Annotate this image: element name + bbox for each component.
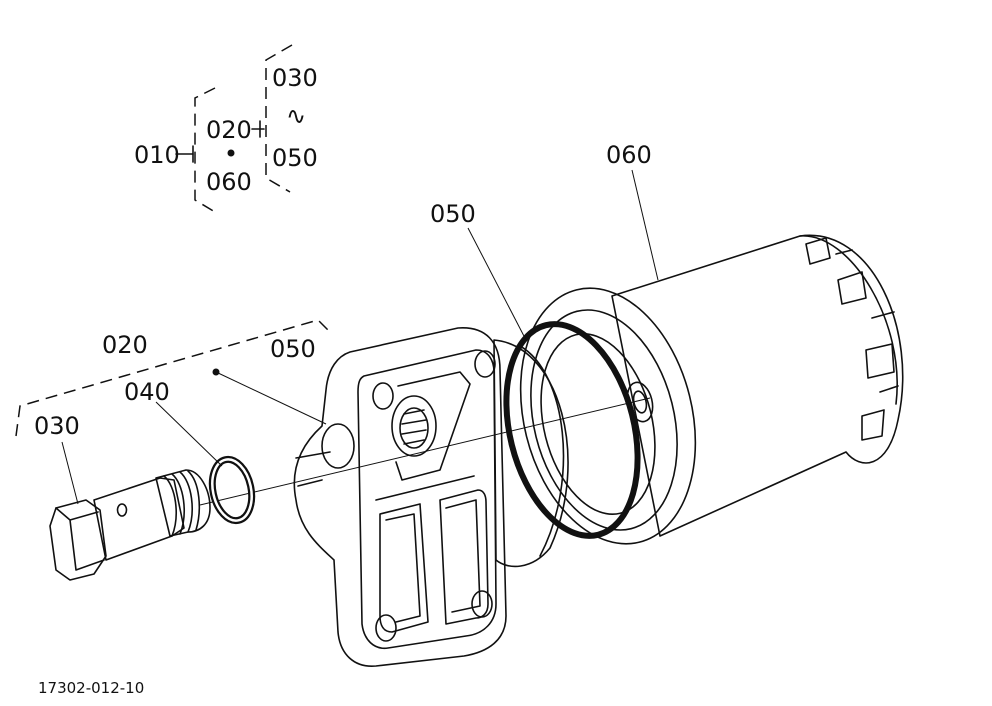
legend-assembly-number: 010 bbox=[134, 141, 180, 169]
legend-left-bracket bbox=[194, 87, 216, 213]
legend-dot bbox=[227, 149, 235, 157]
leader-050-dot bbox=[212, 368, 220, 376]
legend-sub-top: 030 bbox=[272, 64, 318, 92]
assembly-legend: 010 020 060 030 ∿ 050 bbox=[134, 44, 318, 213]
bracket-threaded-port bbox=[391, 395, 437, 457]
leader-050-ring bbox=[467, 227, 527, 341]
callout-gasket-ring: 050 bbox=[430, 200, 476, 228]
bracket-hole-top-left bbox=[372, 382, 394, 410]
legend-sub-bottom: 050 bbox=[272, 144, 318, 172]
bracket-hole-top-right bbox=[474, 350, 496, 378]
callout-bracket-group: 020 bbox=[102, 331, 148, 359]
filter-cartridge-060 bbox=[519, 234, 904, 545]
group-020-dashed-bracket bbox=[15, 319, 333, 437]
leader-060 bbox=[631, 169, 659, 281]
legend-right-bracket bbox=[265, 44, 293, 193]
legend-group-top: 020 bbox=[206, 116, 252, 144]
bracket-hole-bottom-left bbox=[375, 614, 397, 642]
callout-filter-cartridge: 060 bbox=[606, 141, 652, 169]
legend-sub-range: ∿ bbox=[286, 102, 306, 130]
legend-group-bottom: 060 bbox=[206, 168, 252, 196]
leader-050-bracket bbox=[215, 371, 327, 425]
filter-bracket bbox=[293, 327, 569, 667]
callout-o-ring: 040 bbox=[124, 378, 170, 406]
leader-030 bbox=[61, 441, 79, 505]
leader-040 bbox=[155, 401, 223, 467]
o-ring-040 bbox=[208, 455, 256, 525]
gasket-ring-050 bbox=[503, 321, 641, 539]
drawing-number: 17302-012-10 bbox=[38, 679, 144, 697]
bracket-hole-bottom-right bbox=[471, 590, 493, 618]
hollow-bolt-030 bbox=[49, 469, 211, 581]
bracket-inlet-port bbox=[321, 423, 355, 469]
callout-bracket-gasket: 050 bbox=[270, 335, 316, 363]
callout-banjo-bolt: 030 bbox=[34, 412, 80, 440]
